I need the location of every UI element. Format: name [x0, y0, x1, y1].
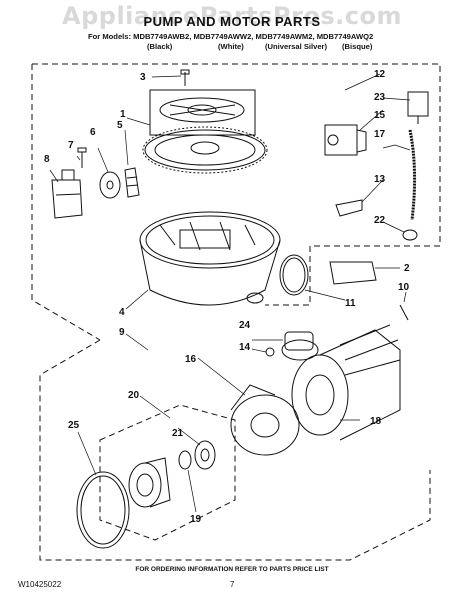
callout-24: 24 — [239, 320, 251, 331]
callout-10: 10 — [398, 282, 410, 293]
capacitor-part-24 — [284, 331, 314, 351]
callout-5: 5 — [117, 120, 123, 131]
callout-17: 17 — [374, 129, 386, 140]
volute-part-16 — [230, 384, 300, 456]
callout-18: 18 — [370, 416, 382, 427]
callout-20: 20 — [128, 390, 140, 401]
callout-13: 13 — [374, 174, 386, 185]
callout-3: 3 — [140, 72, 146, 83]
callout-15: 15 — [374, 110, 386, 121]
callout-9: 9 — [119, 327, 125, 338]
callout-6: 6 — [90, 127, 96, 138]
inner-boundary — [99, 404, 236, 541]
valve-part-15 — [324, 124, 367, 156]
bracket-part-13 — [335, 199, 363, 217]
chopper-ring — [142, 126, 268, 174]
callout-4: 4 — [119, 307, 125, 318]
document-number: W10425022 — [18, 580, 62, 589]
clip-part-5 — [124, 167, 140, 198]
seal-part-21 — [194, 440, 216, 470]
callout-19: 19 — [190, 514, 202, 525]
color-universal-silver: (Universal Silver) — [265, 42, 328, 51]
color-black: (Black) — [147, 42, 173, 51]
sensor-part-23 — [407, 91, 429, 124]
callout-12: 12 — [374, 69, 386, 80]
nut-part-14 — [265, 347, 275, 357]
lower-boundary — [39, 339, 431, 561]
seal-part-11 — [279, 254, 309, 296]
callout-7: 7 — [68, 140, 74, 151]
models-line: For Models: MDB7749AWB2, MDB7749AWW2, MD… — [88, 32, 374, 41]
leader-lines — [49, 73, 411, 513]
clamp-part-22 — [402, 229, 418, 241]
page-number: 7 — [230, 580, 235, 589]
assembly-boundary-left — [31, 64, 101, 341]
screw-part-7 — [77, 147, 87, 168]
callout-23: 23 — [374, 92, 386, 103]
impeller-part-6 — [99, 171, 121, 199]
module-part-8 — [51, 169, 83, 219]
cover-part-2 — [329, 261, 377, 285]
screw-part-3 — [180, 69, 190, 86]
callout-2: 2 — [404, 263, 410, 274]
callout-22: 22 — [374, 215, 386, 226]
motor-part-18 — [281, 324, 401, 441]
callout-1: 1 — [120, 109, 126, 120]
color-bisque: (Bisque) — [342, 42, 373, 51]
watermark: AppliancePartsPros.com — [62, 2, 402, 30]
gasket-part-25 — [76, 471, 130, 549]
filter-cover-part-1 — [149, 89, 256, 136]
hose-part-17 — [408, 129, 417, 221]
assembly-boundary-outer — [32, 63, 441, 306]
callout-16: 16 — [185, 354, 197, 365]
callout-11: 11 — [345, 298, 356, 309]
callout-14: 14 — [239, 342, 251, 353]
page-title: PUMP AND MOTOR PARTS — [143, 14, 321, 29]
sump-part-4 — [139, 211, 281, 306]
ordering-note: FOR ORDERING INFORMATION REFER TO PARTS … — [135, 566, 329, 573]
callout-8: 8 — [44, 154, 50, 165]
color-white: (White) — [218, 42, 244, 51]
callout-21: 21 — [172, 428, 184, 439]
impeller-assembly — [128, 457, 171, 508]
callout-25: 25 — [68, 420, 80, 431]
